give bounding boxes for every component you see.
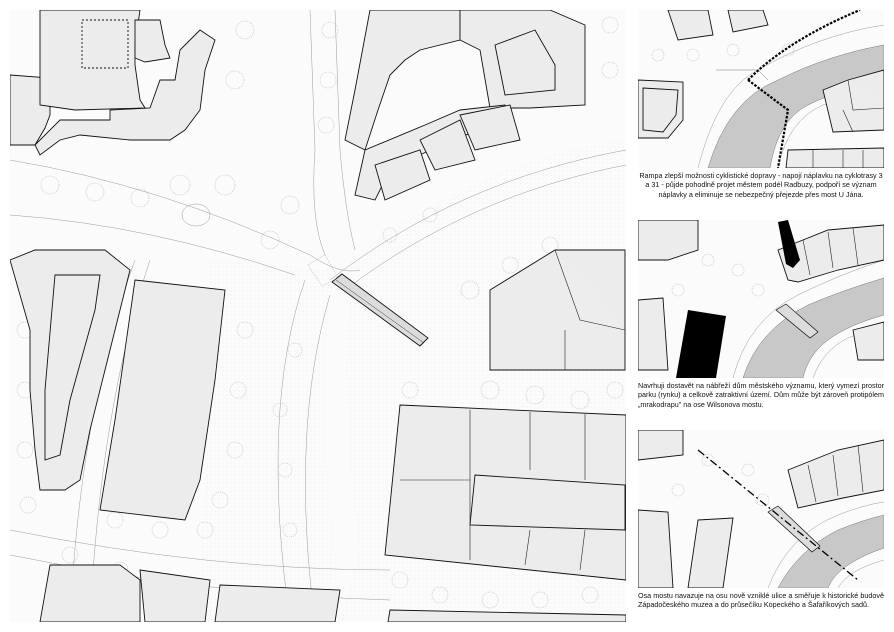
river-radbuza: [707, 44, 884, 168]
bridge-axis-line: [697, 449, 859, 581]
cycle-ramp-diagram: [638, 10, 884, 168]
main-site-plan: [10, 10, 626, 622]
detail-panel-bridge-axis: [638, 430, 884, 588]
caption-new-building: Navrhuji dostavět na nábřeží dům městské…: [638, 381, 884, 409]
caption-cycle-ramp: Rampa zlepší možnosti cyklistické doprav…: [639, 171, 883, 199]
caption-bridge-axis: Osa mostu navazuje na osu nově vzniklé u…: [638, 591, 884, 610]
detail-panel-cycle-ramp: [638, 10, 884, 168]
main-site-plan-drawing: [10, 10, 626, 622]
buildings: [10, 10, 626, 622]
bridge-axis-diagram: [638, 430, 884, 588]
proposed-civic-building: [676, 310, 726, 378]
park-area-west: [200, 260, 345, 622]
new-building-diagram: [638, 220, 884, 378]
detail-panel-new-building: [638, 220, 884, 378]
proposed-cycle-ramp: [747, 10, 861, 168]
proposed-footbridge: [307, 254, 429, 347]
